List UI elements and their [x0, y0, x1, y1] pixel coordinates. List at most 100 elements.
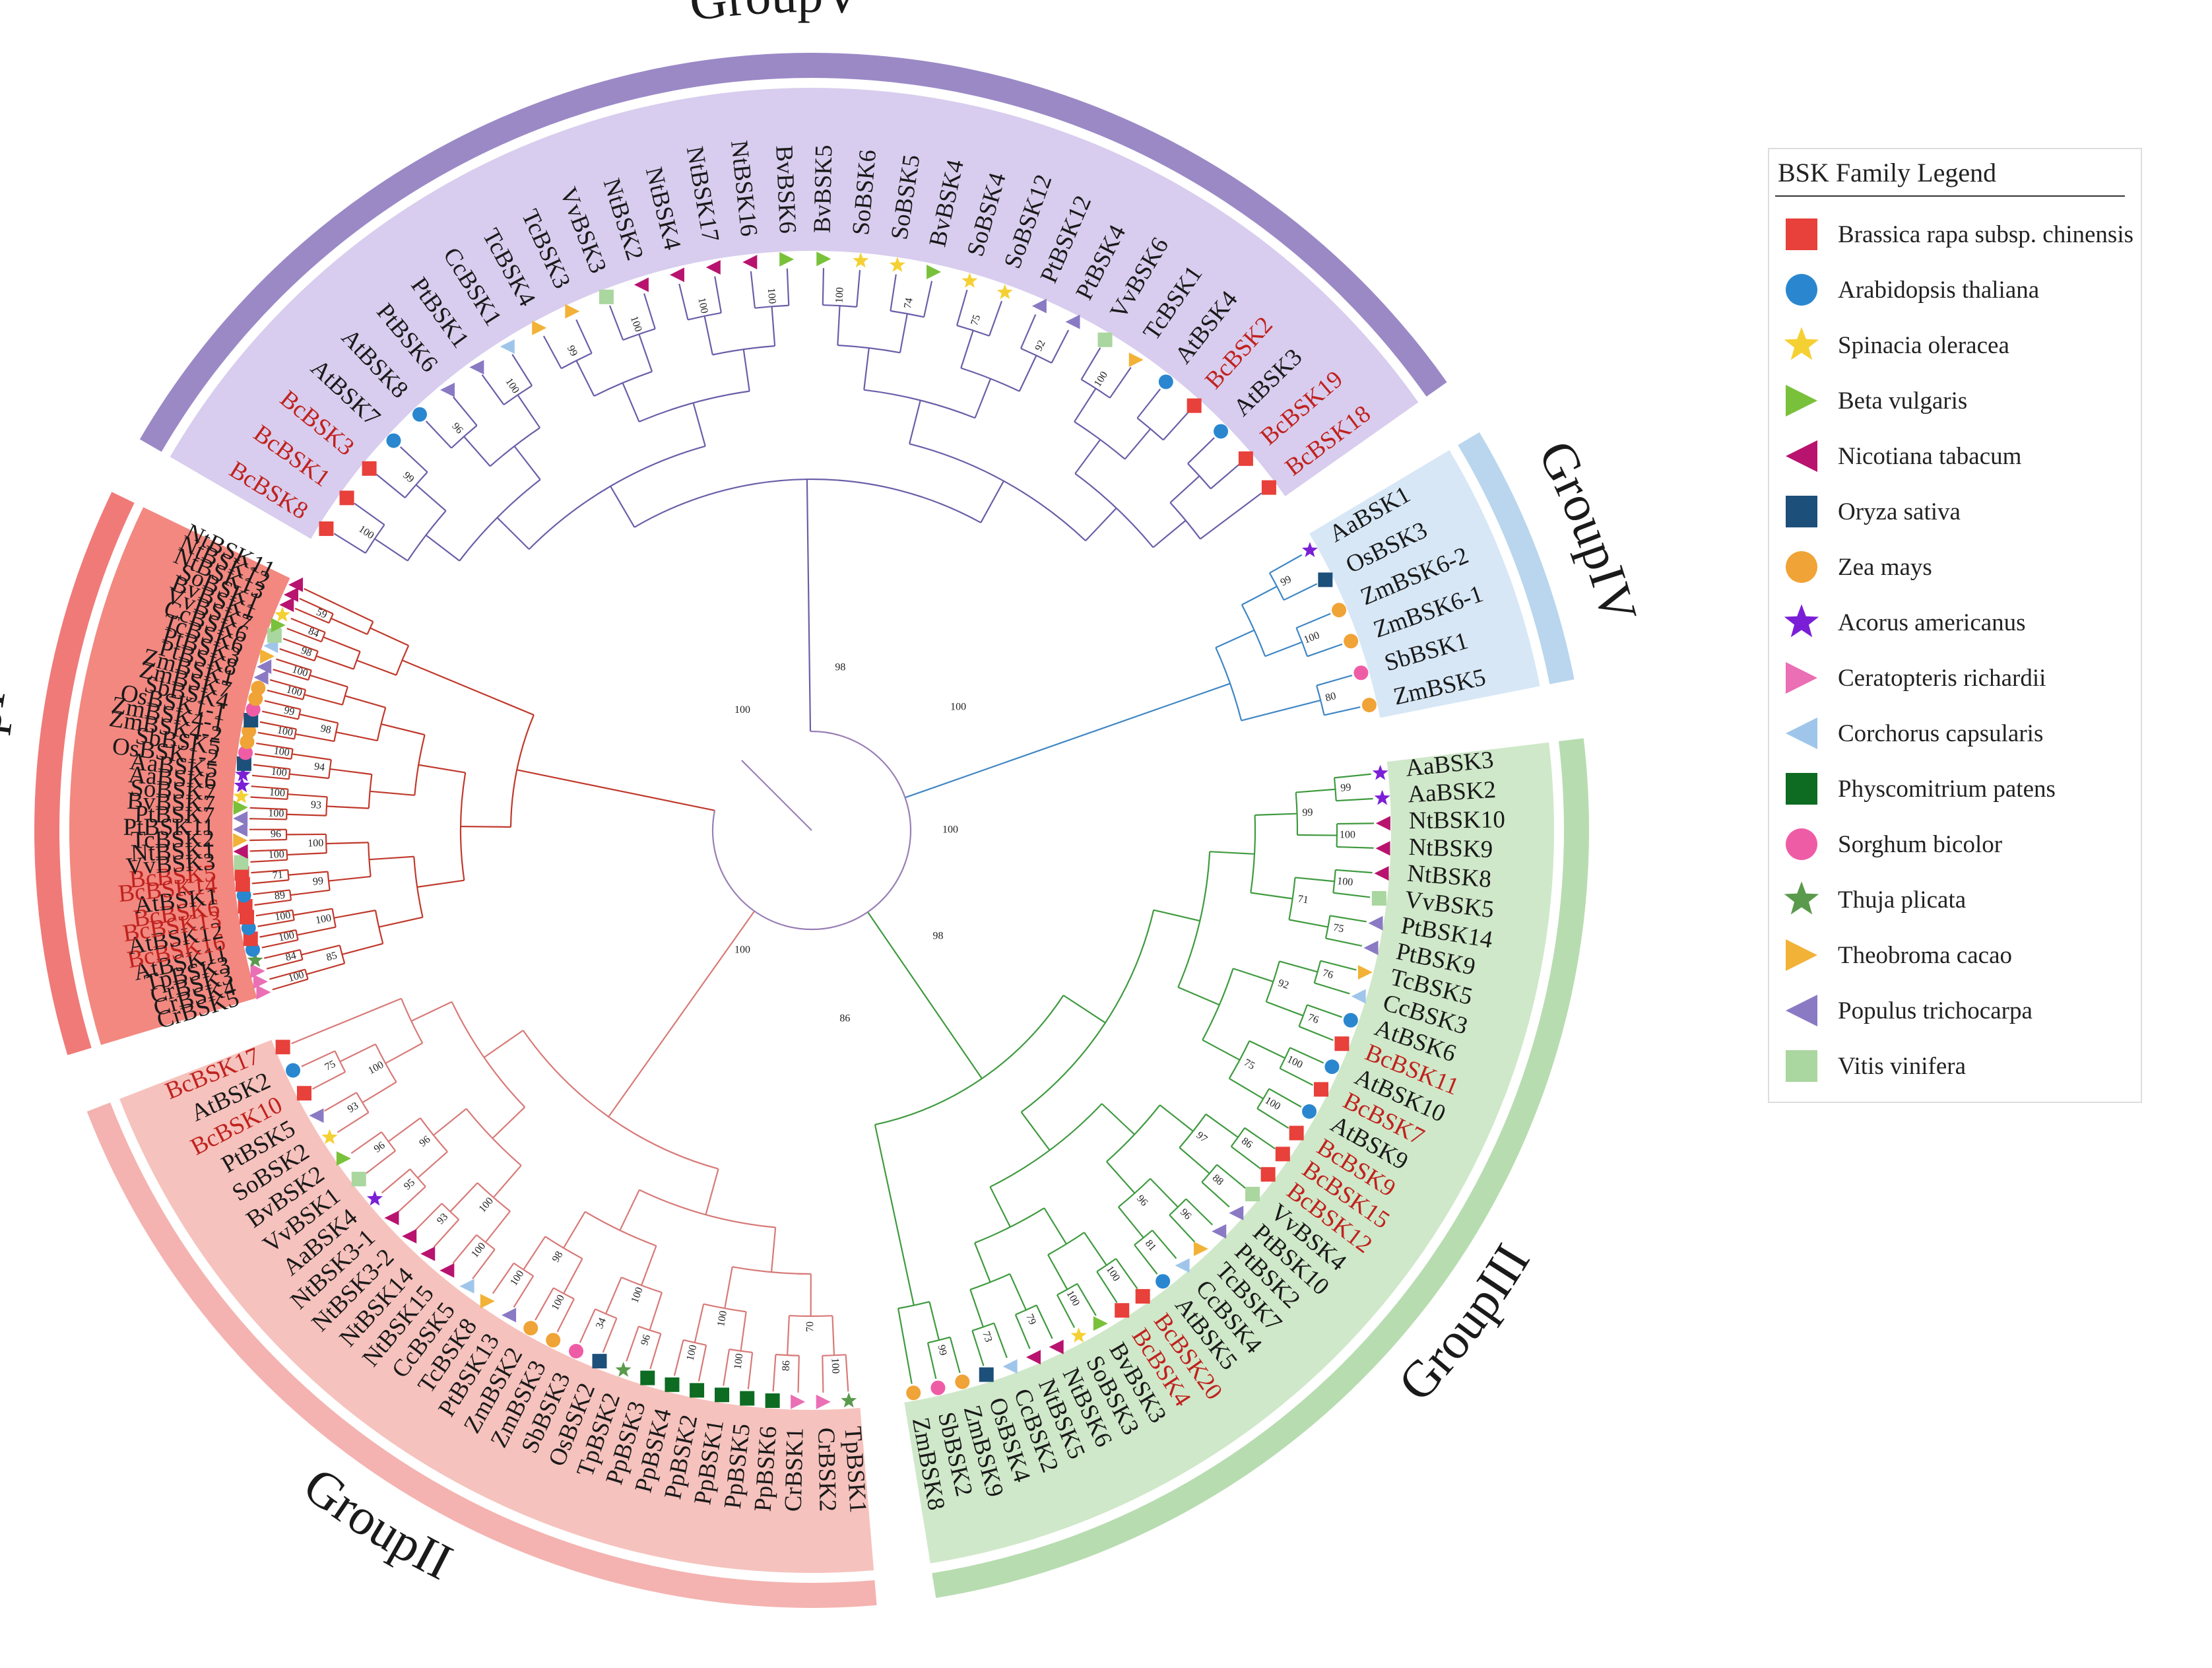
bootstrap-label: 76 — [1321, 968, 1334, 982]
tp-species-marker — [247, 952, 263, 968]
bootstrap-label: 92 — [1277, 978, 1290, 991]
leaf-label: BvBSK6 — [770, 145, 801, 234]
bootstrap-label: 100 — [356, 523, 375, 541]
bootstrap-label: 96 — [1178, 1207, 1193, 1222]
bootstrap-label: 59 — [315, 607, 329, 621]
os-legend-marker — [1786, 496, 1817, 527]
aa-species-marker — [235, 766, 251, 782]
bv-species-marker — [336, 1151, 351, 1166]
legend-title: BSK Family Legend — [1778, 158, 1996, 187]
at-species-marker — [1158, 374, 1173, 389]
aa-species-marker — [1301, 542, 1318, 557]
pt-species-marker — [1065, 314, 1080, 329]
group-v-label: GroupV — [686, 0, 862, 32]
at-species-marker — [1324, 1059, 1340, 1075]
aa-species-marker — [1374, 789, 1390, 805]
br-species-marker — [1115, 1303, 1130, 1318]
cc-legend-marker — [1786, 717, 1817, 749]
group-i-sector — [69, 507, 290, 1046]
at-species-marker — [236, 888, 251, 903]
vv-species-marker — [234, 855, 249, 870]
leaf-label: PtBSK7 — [135, 801, 215, 830]
pt-species-marker — [440, 382, 455, 397]
bootstrap-label: 79 — [1024, 1312, 1038, 1327]
at-species-marker — [412, 407, 428, 422]
bootstrap-label: 100 — [628, 315, 644, 333]
br-species-marker — [1238, 451, 1253, 466]
pt-legend-marker — [1786, 995, 1817, 1026]
bootstrap-label: 93 — [311, 799, 322, 811]
bootstrap-label: 94 — [313, 761, 325, 774]
group-i-label: GroupI — [0, 685, 16, 841]
nt-species-marker — [288, 577, 304, 592]
br-species-marker — [297, 1086, 312, 1101]
bootstrap-label: 73 — [980, 1330, 994, 1344]
nt-species-marker — [402, 1228, 417, 1244]
bootstrap-label: 95 — [402, 1177, 417, 1192]
bootstrap-label: 100 — [274, 910, 291, 923]
legend-item-label: Ceratopteris richardii — [1838, 665, 2046, 692]
legend-item-label: Corchorus capsularis — [1838, 720, 2043, 747]
bootstrap-label: 100 — [1336, 875, 1353, 888]
bootstrap-label: 98 — [300, 645, 313, 659]
leaf-label: BcBSK5 — [129, 860, 217, 894]
pt-species-marker — [1229, 1205, 1244, 1220]
br-species-marker — [1334, 1036, 1350, 1051]
leaf-label: BvBSK7 — [126, 787, 215, 818]
tc-species-marker — [1193, 1241, 1208, 1256]
tc-species-marker — [233, 833, 248, 848]
vv-species-marker — [1097, 332, 1113, 347]
bootstrap-label: 100 — [942, 824, 958, 836]
bootstrap-label: 71 — [1297, 893, 1309, 906]
zm-species-marker — [523, 1321, 538, 1336]
bootstrap-label: 97 — [1194, 1129, 1209, 1145]
br-species-marker — [234, 866, 249, 881]
vv-species-marker — [351, 1172, 366, 1187]
bootstrap-label: 88 — [1210, 1172, 1225, 1187]
bootstrap-label: 100 — [503, 376, 521, 395]
bootstrap-label: 100 — [476, 1195, 496, 1215]
legend-item: Thuja plicata — [1784, 881, 1966, 915]
leaf-label: SoBSK7 — [129, 774, 216, 807]
bootstrap-label: 100 — [684, 1344, 699, 1362]
pp-species-marker — [665, 1377, 680, 1392]
br-species-marker — [1135, 1288, 1150, 1304]
bootstrap-label: 100 — [1303, 630, 1321, 646]
tp-legend-marker — [1784, 881, 1819, 915]
br-species-marker — [275, 1040, 290, 1055]
legend-box — [1768, 148, 2142, 1103]
group-ii-arc — [86, 1102, 877, 1608]
bootstrap-label: 100 — [273, 745, 290, 758]
pt-species-marker — [1363, 940, 1379, 955]
bootstrap-label: 99 — [1340, 782, 1351, 794]
so-species-marker — [996, 284, 1013, 300]
vv-species-marker — [1371, 890, 1386, 906]
group-ii-label: GroupII — [294, 1455, 462, 1590]
bootstrap-label: 80 — [1324, 690, 1338, 704]
zm-species-marker — [1361, 698, 1377, 713]
pt-species-marker — [233, 822, 248, 837]
br-species-marker — [235, 877, 250, 892]
bootstrap-label: 34 — [594, 1316, 608, 1330]
bootstrap-label: 100 — [287, 969, 306, 984]
nt-species-marker — [669, 267, 684, 283]
br-species-marker — [319, 521, 334, 536]
legend-item: Populus trichocarpa — [1786, 995, 2033, 1026]
bootstrap-label: 100 — [285, 684, 304, 699]
so-species-marker — [274, 606, 290, 622]
bootstrap-label: 98 — [319, 723, 332, 736]
br-species-marker — [1275, 1147, 1290, 1162]
bootstrap-label: 100 — [950, 701, 966, 712]
bootstrap-label: 84 — [307, 626, 321, 640]
tc-species-marker — [260, 649, 275, 664]
bootstrap-label: 99 — [401, 470, 416, 485]
bootstrap-label: 96 — [639, 1333, 653, 1347]
zm-species-marker — [1344, 634, 1359, 649]
pt-species-marker — [1031, 298, 1047, 314]
tc-species-marker — [532, 320, 547, 335]
os-species-marker — [244, 713, 259, 728]
leaf-label: NtBSK10 — [1409, 806, 1505, 834]
bv-species-marker — [779, 251, 795, 267]
bootstrap-label: 100 — [268, 808, 284, 820]
